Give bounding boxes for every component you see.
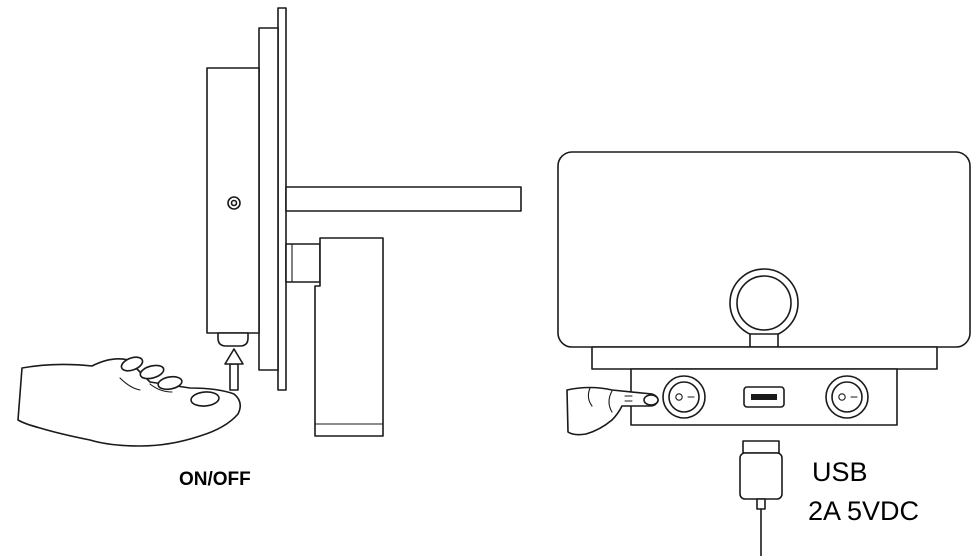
arrow-up-icon xyxy=(224,348,244,391)
connector-block xyxy=(285,243,321,283)
hand-press-up-icon xyxy=(17,356,242,447)
mount-arm xyxy=(285,186,522,212)
power-button[interactable] xyxy=(217,332,249,347)
right-power-switch[interactable] xyxy=(825,375,869,419)
side-view-device xyxy=(206,7,522,437)
on-off-label: ON/OFF xyxy=(179,469,251,490)
base-plate xyxy=(591,346,938,370)
middle-plate xyxy=(258,27,279,371)
front-view-device xyxy=(557,151,971,426)
usb-spec-label: 2A 5VDC xyxy=(808,496,919,526)
usb-port[interactable] xyxy=(743,386,785,408)
pendant-unit xyxy=(314,237,384,437)
left-power-switch[interactable] xyxy=(662,375,706,419)
usb-label: USB xyxy=(812,457,868,487)
usb-plug-icon xyxy=(739,440,783,556)
hand-press-button-icon xyxy=(566,386,659,436)
front-plate xyxy=(277,7,287,391)
